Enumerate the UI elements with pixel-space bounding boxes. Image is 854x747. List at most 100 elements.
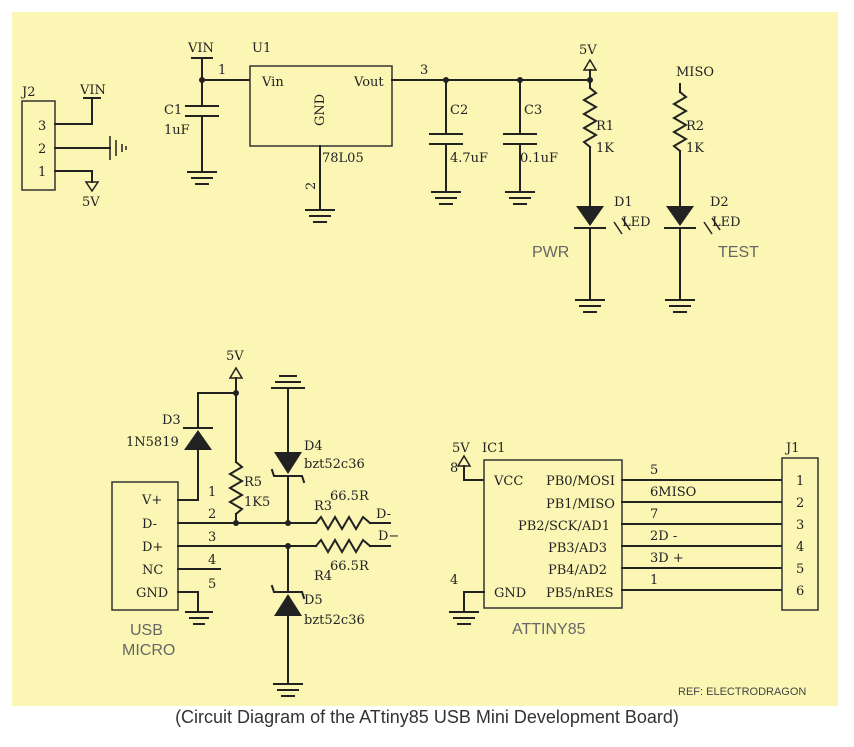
u1-pin1: 1: [218, 63, 226, 78]
led-d2: [666, 206, 694, 226]
dplus-net-label: D−: [378, 529, 399, 544]
r2-value: 1K: [686, 141, 704, 156]
r2-ref: R2: [686, 119, 704, 134]
j2-pin-1: 1: [38, 165, 46, 180]
five-v-usb-label: 5V: [226, 349, 244, 364]
ic1-name: ATTINY85: [512, 621, 586, 638]
j1-pin-5: 5: [796, 562, 804, 577]
miso-top-label: MISO: [676, 65, 714, 80]
usb-pinnum-5: 5: [208, 577, 216, 592]
gnd-symbol-c2: [431, 191, 461, 205]
five-v-ic-label: 5V: [452, 441, 470, 456]
j1-connector: [781, 457, 819, 611]
vin-top-label: VIN: [187, 41, 214, 56]
u1-pin3: 3: [420, 63, 428, 78]
dminus-net-label: D-: [376, 507, 391, 522]
gnd-symbol-c3: [505, 191, 535, 205]
ic1-gnd-pin: 4: [450, 573, 458, 588]
gnd-symbol-u1: [305, 209, 335, 223]
r4-value: 66.5R: [330, 559, 370, 574]
usb-pinnum-4: 4: [208, 553, 216, 568]
r1-value: 1K: [596, 141, 614, 156]
r1-ref: R1: [596, 119, 614, 134]
u1-ref: U1: [252, 41, 271, 56]
u1-gnd-pin: GND: [313, 94, 328, 126]
gnd-symbol-d5: [273, 683, 303, 697]
j1-ref: J1: [784, 441, 799, 456]
ic1-pin-pb2: PB2/SCK/AD1: [518, 519, 610, 534]
r5-value: 1K5: [244, 495, 270, 510]
u1-vout-pin: Vout: [353, 75, 384, 90]
usb-pinnum-1: 1: [208, 485, 216, 500]
ic1-pin-pb3: PB3/AD3: [548, 541, 607, 556]
ic1-gnd-label: GND: [494, 586, 526, 601]
figure-caption: (Circuit Diagram of the ATtiny85 USB Min…: [175, 707, 679, 727]
led-d1: [576, 206, 604, 226]
usb-pin-gnd: GND: [136, 586, 168, 601]
j1-pin-6: 6: [796, 584, 804, 599]
usb-caption-2: MICRO: [122, 642, 175, 659]
ic1-pin-pb4: PB4/AD2: [548, 563, 607, 578]
r3-ref: R3: [314, 499, 332, 514]
usb-micro-connector: [111, 481, 179, 611]
j1-pin-1: 1: [796, 474, 804, 489]
d1-ref: D1: [614, 195, 633, 210]
j2-5v-label: 5V: [82, 195, 100, 210]
j1-pin-3: 3: [796, 518, 804, 533]
c3-value: 0.1uF: [520, 151, 558, 166]
usb-pin-nc: NC: [142, 563, 163, 578]
d3-ref: D3: [162, 413, 181, 428]
c2-ref: C2: [450, 103, 468, 118]
zener-d5: [274, 594, 302, 616]
d5-ref: D5: [304, 593, 323, 608]
c2-value: 4.7uF: [450, 151, 488, 166]
circuit-schematic: J2 3 2 1 VIN 5V VIN 1 C1 1uF U1 Vin Vout…: [12, 12, 838, 706]
d2-ref: D2: [710, 195, 729, 210]
ic1-attiny85: [483, 459, 623, 609]
diode-d3: [184, 430, 212, 450]
usb-pin-d-: D-: [142, 517, 157, 532]
ic1-pin-pb0: PB0/MOSI: [546, 474, 615, 489]
c1-ref: C1: [164, 103, 182, 118]
ic1-pin-pb1: PB1/MISO: [546, 497, 615, 512]
usb-caption-1: USB: [130, 622, 163, 639]
ic-wire-label-3: 7: [650, 507, 658, 522]
ic-wire-label-5: 3D +: [650, 551, 684, 566]
five-v-top-label: 5V: [579, 43, 597, 58]
d5-part: bzt52c36: [304, 613, 365, 628]
ic-wire-label-6: 1: [650, 573, 658, 588]
u1-part: 78L05: [322, 151, 364, 166]
d2-type: LED: [712, 215, 741, 230]
d4-ref: D4: [304, 439, 323, 454]
ref-note: REF: ELECTRODRAGON: [678, 686, 806, 698]
usb-pin-d+: D+: [142, 540, 163, 555]
ic-wire-label-2: 6MISO: [650, 485, 696, 500]
d2-caption: TEST: [718, 244, 759, 261]
r5-ref: R5: [244, 475, 262, 490]
d3-part: 1N5819: [126, 435, 179, 450]
c1-value: 1uF: [164, 123, 190, 138]
ic1-vcc-label: VCC: [493, 474, 523, 489]
gnd-symbol-d2: [665, 299, 695, 313]
usb-pinnum-3: 3: [208, 530, 216, 545]
r4-ref: R4: [314, 569, 332, 584]
zener-d4: [274, 452, 302, 474]
gnd-symbol-d1: [575, 299, 605, 313]
j2-pin-2: 2: [38, 142, 46, 157]
usb-pin-v+: V+: [141, 493, 162, 508]
u1-pin2: 2: [304, 182, 319, 190]
d4-part: bzt52c36: [304, 457, 365, 472]
j2-connector: [21, 100, 56, 191]
d1-caption: PWR: [532, 244, 569, 261]
ic-wire-label-4: 2D -: [650, 529, 677, 544]
c3-ref: C3: [524, 103, 542, 118]
j2-pin-3: 3: [38, 119, 46, 134]
gnd-symbol-ic1: [449, 611, 479, 625]
j2-ref: J2: [20, 85, 35, 100]
ic1-vcc-pin: 8: [450, 461, 458, 476]
j1-pin-4: 4: [796, 540, 804, 555]
u1-regulator: [249, 65, 393, 147]
ic1-pin-pb5: PB5/nRES: [546, 586, 614, 601]
ic-wire-label-1: 5: [650, 463, 658, 478]
r3-value: 66.5R: [330, 489, 370, 504]
